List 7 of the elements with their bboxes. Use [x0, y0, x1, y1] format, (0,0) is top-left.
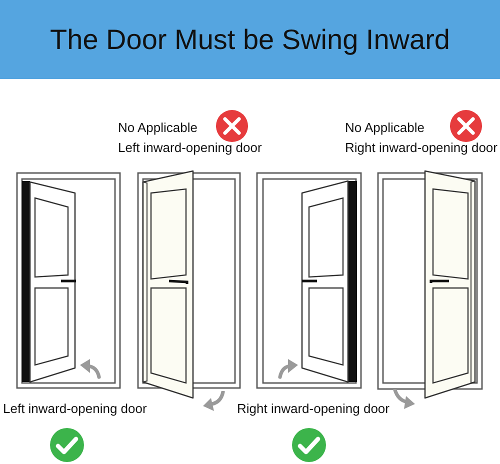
caption-text: Right inward-opening door	[345, 140, 498, 155]
caption-text: No Applicable	[345, 120, 424, 135]
title: The Door Must be Swing Inward	[50, 24, 450, 56]
caption-text: No Applicable	[118, 120, 198, 135]
caption-text: Right inward-opening door	[237, 401, 390, 416]
caption-text: Left inward-opening door	[3, 401, 147, 416]
caption-text: Left inward-opening door	[118, 140, 262, 155]
